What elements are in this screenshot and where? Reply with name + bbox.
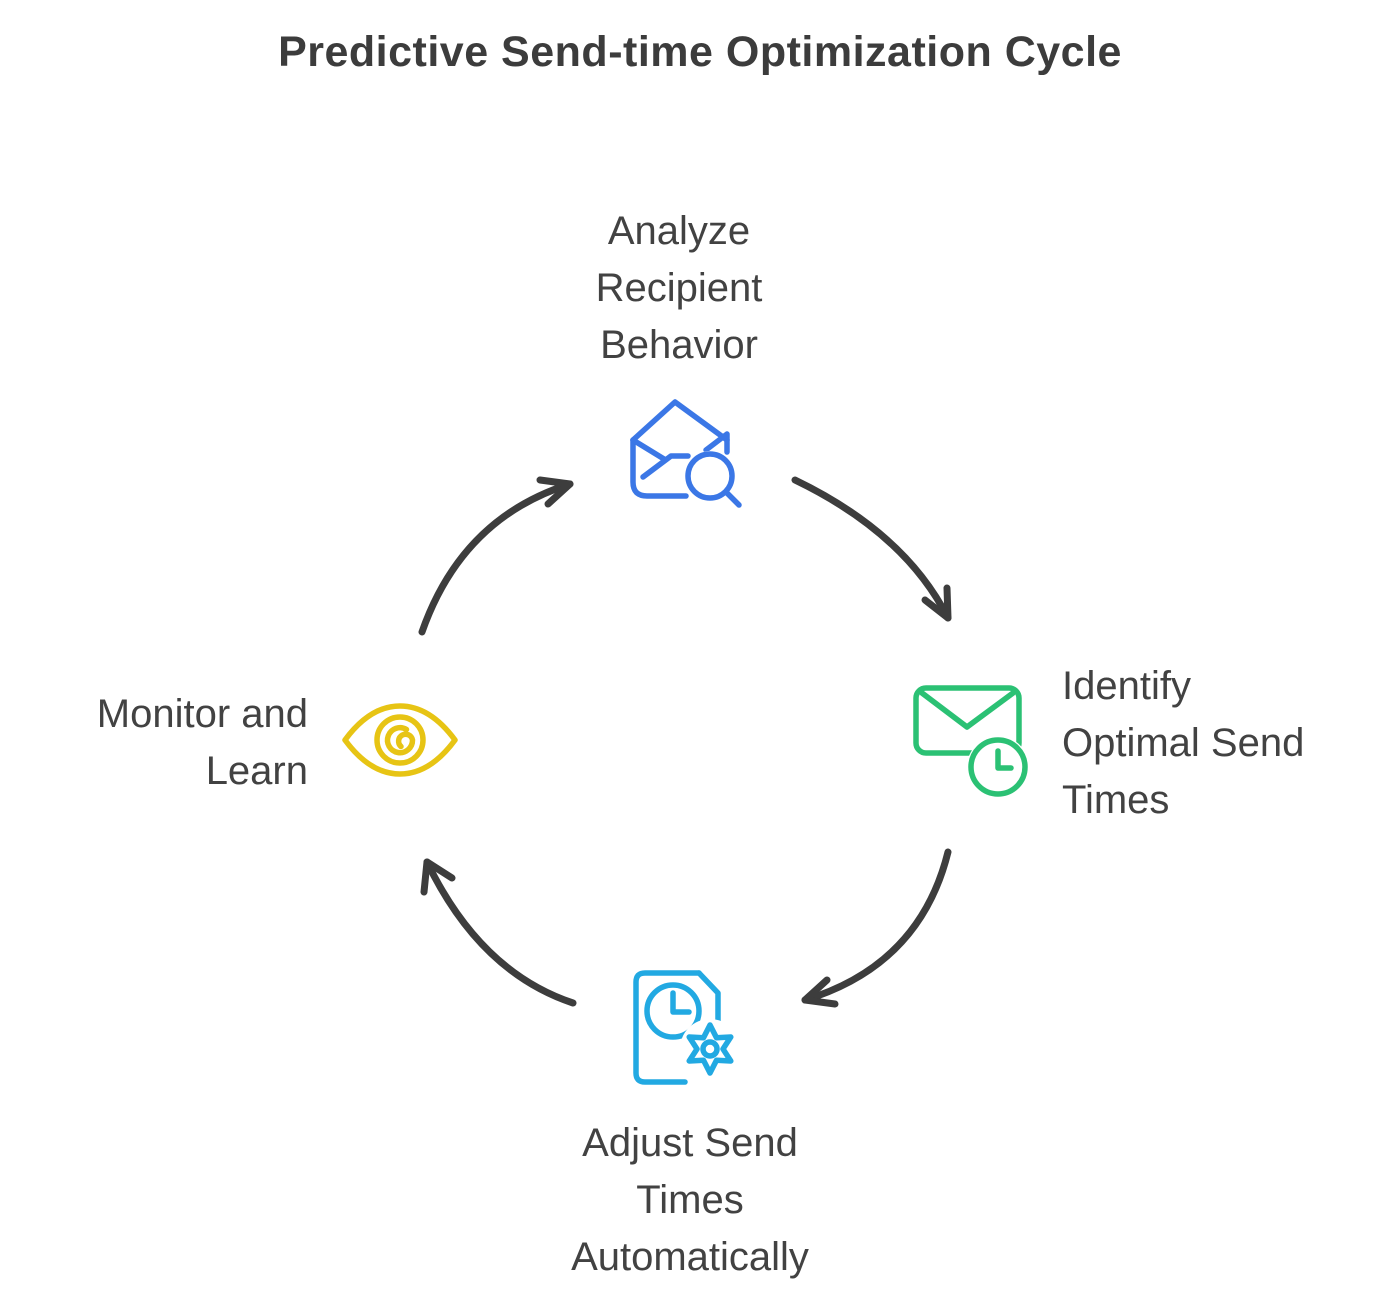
arrow-identify-to-adjust [801, 848, 952, 1008]
arrow-monitor-to-analyze [418, 476, 574, 636]
analyze-node-label: Analyze Recipient Behavior [595, 209, 763, 367]
identify-node-label: Identify Optimal Send Times [1062, 664, 1305, 822]
envelope-clock-icon [912, 682, 1032, 802]
document-clock-gear-icon [626, 963, 746, 1089]
eye-icon [342, 699, 458, 781]
adjust-node-label: Adjust Send Times Automatically [571, 1121, 809, 1279]
arrow-analyze-to-identify [791, 476, 952, 622]
monitor-node-label: Monitor and Learn [96, 692, 308, 793]
diagram-title: Predictive Send-time Optimization Cycle [278, 28, 1122, 76]
arrow-adjust-to-monitor [420, 858, 577, 1007]
open-envelope-magnifier-icon [628, 392, 748, 514]
